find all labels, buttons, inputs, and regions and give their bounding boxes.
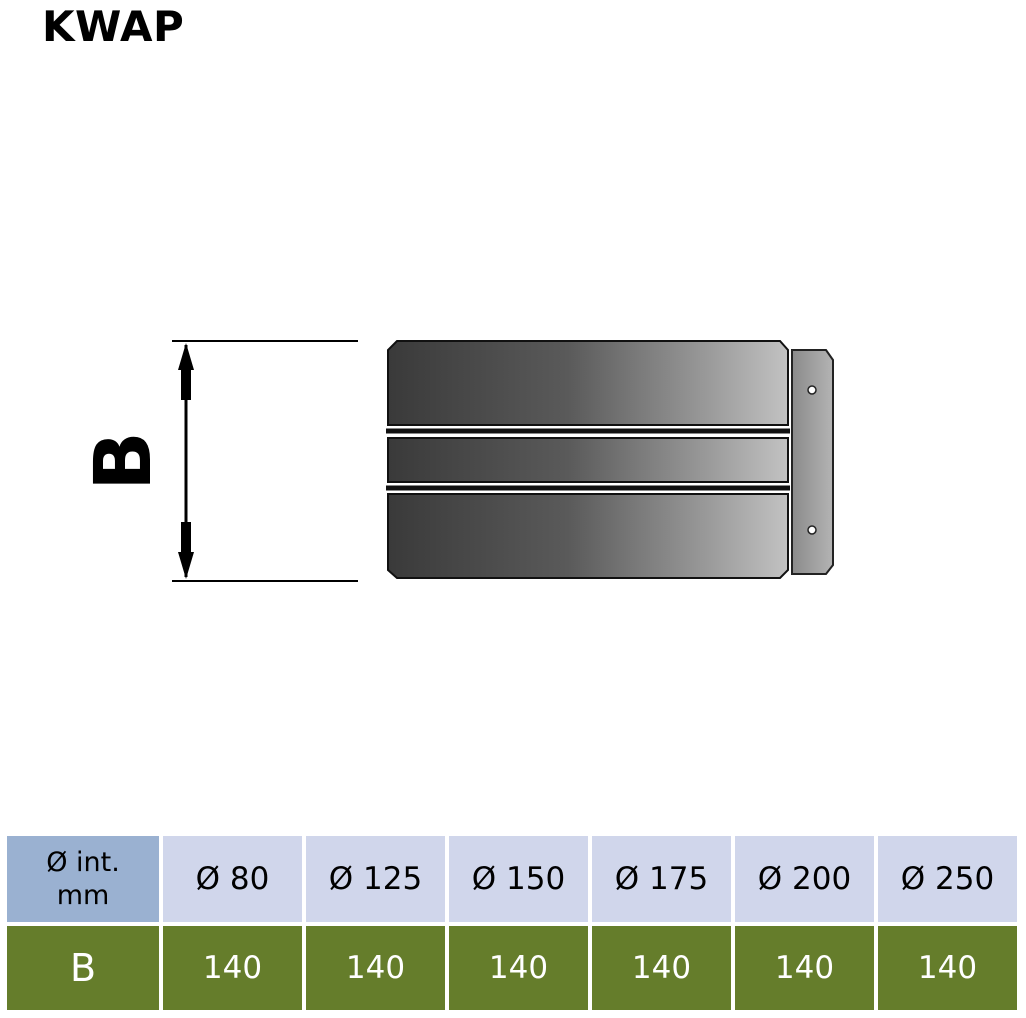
header-label-line2: mm — [56, 880, 110, 911]
value-cell: 140 — [163, 926, 302, 1010]
value-cell: 140 — [735, 926, 874, 1010]
header-label-cell: Ø int. mm — [7, 836, 159, 922]
header-diameter-cell: Ø 175 — [592, 836, 731, 922]
table-header-row: Ø int. mm Ø 80 Ø 125 Ø 150 Ø 175 Ø 200 Ø… — [7, 836, 1017, 922]
pipe-bottom-band — [387, 493, 789, 579]
row-label-cell: B — [7, 926, 159, 1010]
arrow-down-shaft — [181, 522, 191, 554]
value-cell: 140 — [449, 926, 588, 1010]
pipe-middle-band — [387, 437, 789, 483]
header-diameter-cell: Ø 125 — [306, 836, 445, 922]
table-row: B 140 140 140 140 140 140 — [7, 926, 1017, 1010]
header-diameter-cell: Ø 150 — [449, 836, 588, 922]
arrow-down-icon — [178, 552, 194, 579]
arrow-up-icon — [178, 343, 194, 370]
screw-hole-icon — [807, 385, 817, 395]
value-cell: 140 — [306, 926, 445, 1010]
technical-drawing: B — [79, 340, 834, 582]
header-diameter-cell: Ø 200 — [735, 836, 874, 922]
header-diameter-cell: Ø 80 — [163, 836, 302, 922]
header-label-line1: Ø int. — [46, 847, 120, 878]
dimension-label: B — [79, 431, 169, 490]
mounting-bracket — [791, 349, 834, 575]
dimension-table: Ø int. mm Ø 80 Ø 125 Ø 150 Ø 175 Ø 200 Ø… — [3, 832, 1021, 1014]
screw-hole-icon — [807, 525, 817, 535]
pipe-top-band — [387, 340, 789, 426]
value-cell: 140 — [878, 926, 1017, 1010]
page-title: KWAP — [42, 2, 185, 51]
value-cell: 140 — [592, 926, 731, 1010]
arrow-up-shaft — [181, 368, 191, 400]
header-diameter-cell: Ø 250 — [878, 836, 1017, 922]
